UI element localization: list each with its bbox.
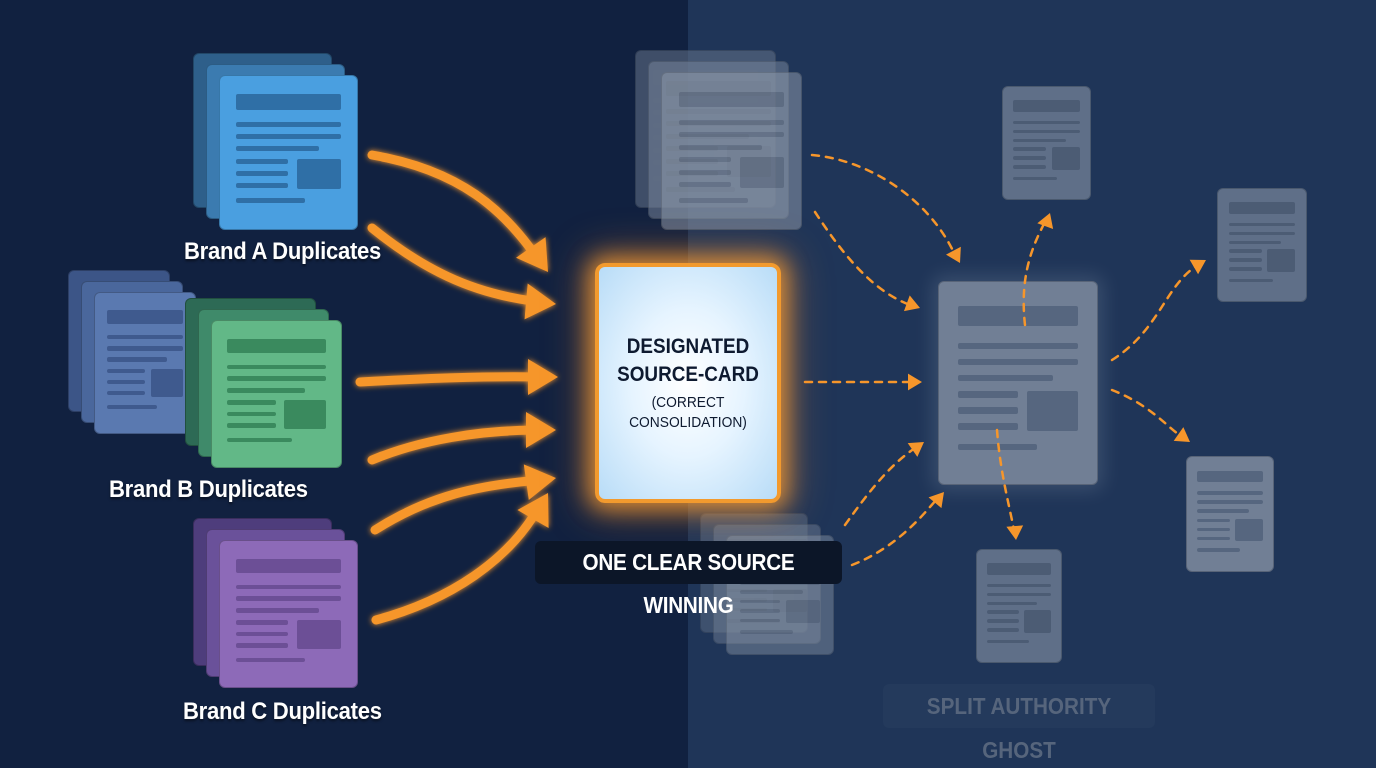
solid-arrowhead-3	[528, 359, 558, 395]
solid-arrowhead-2	[524, 283, 556, 320]
source-card-subtitle-line-2: CONSOLIDATION)	[629, 414, 747, 431]
dashed-arrow-9	[995, 428, 1016, 532]
dashed-arrow-5	[850, 498, 938, 567]
brand-b-stack-rear-front	[94, 292, 196, 434]
ghost-label-text: SPLIT AUTHORITY GHOST	[926, 693, 1112, 763]
solid-arrowhead-1	[516, 237, 548, 272]
ghost-central-card	[938, 281, 1098, 485]
brand-b-stack-front	[211, 320, 342, 468]
dashed-arrow-8	[1110, 388, 1184, 439]
dashed-arrowhead-9	[1006, 525, 1024, 540]
solid-arrowhead-4	[526, 412, 556, 448]
solid-arrowhead-5	[523, 464, 556, 501]
solid-arrowhead-6	[517, 493, 549, 528]
source-card-title-line-2: SOURCE-CARD	[617, 363, 759, 386]
winning-label: ONE CLEAR SOURCE WINNING	[535, 541, 842, 618]
solid-arrow-5	[370, 475, 545, 535]
dashed-arrowhead-1	[946, 246, 961, 263]
ghost-card-bottom	[976, 549, 1062, 663]
brand-a-stack-front	[219, 75, 358, 230]
solid-arrow-3	[355, 372, 545, 387]
solid-arrow-2	[367, 223, 545, 307]
ghost-card-right-upper	[1217, 188, 1307, 302]
dashed-arrow-1	[810, 153, 957, 257]
ghost-card-right-lower	[1186, 456, 1274, 572]
ghost-card-top	[1002, 86, 1091, 200]
brand-c-label: Brand C Duplicates	[183, 698, 382, 725]
dashed-arrow-6	[1022, 220, 1047, 327]
solid-arrow-4	[367, 425, 545, 465]
ghost-stack-top-front	[661, 72, 802, 230]
dashed-arrowhead-3	[908, 373, 922, 391]
source-card-title-line-1: DESIGNATED	[626, 335, 750, 358]
source-card-title: DESIGNATED SOURCE-CARD	[608, 333, 768, 389]
dashed-arrow-2	[813, 210, 912, 307]
dashed-arrowhead-5	[928, 492, 944, 509]
dashed-arrowhead-4	[907, 442, 924, 457]
dashed-arrowhead-7	[1189, 259, 1206, 275]
dashed-arrow-4	[843, 446, 917, 527]
dashed-arrowhead-6	[1037, 213, 1054, 230]
winning-label-text: ONE CLEAR SOURCE WINNING	[582, 549, 795, 618]
designated-source-card: DESIGNATED SOURCE-CARD (CORRECT CONSOLID…	[595, 263, 781, 503]
ghost-label: SPLIT AUTHORITY GHOST	[883, 684, 1155, 763]
solid-arrow-1	[367, 150, 545, 267]
dashed-arrow-7	[1110, 263, 1200, 362]
source-card-subtitle: (CORRECT CONSOLIDATION)	[606, 393, 770, 433]
dashed-arrowhead-8	[1173, 427, 1190, 442]
solid-arrow-6	[371, 500, 545, 625]
dashed-arrowhead-2	[903, 295, 920, 312]
brand-c-stack-front	[219, 540, 358, 688]
brand-a-label: Brand A Duplicates	[184, 238, 382, 265]
brand-b-label: Brand B Duplicates	[109, 476, 308, 503]
source-card-subtitle-line-1: (CORRECT	[651, 394, 725, 411]
